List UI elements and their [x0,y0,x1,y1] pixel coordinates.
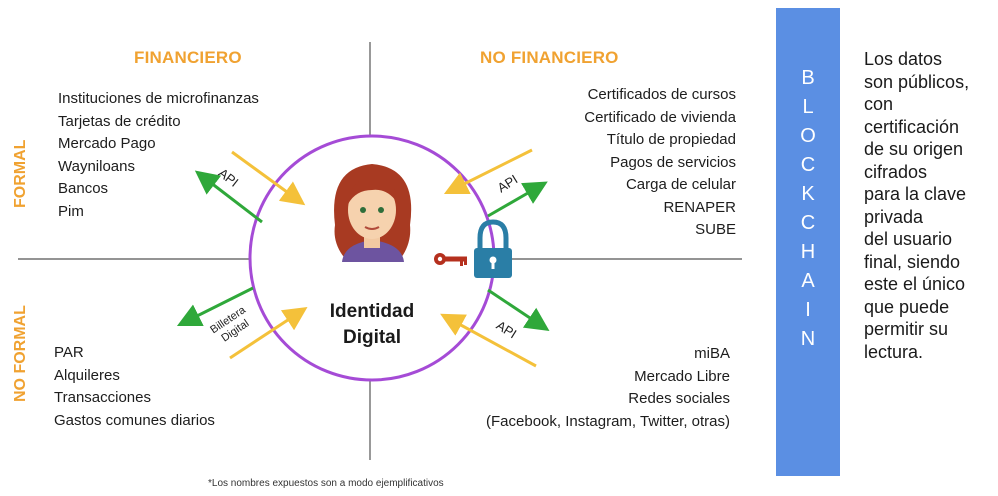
arrow-in-top-left [231,150,306,206]
side-note-line: de su origen [864,139,964,159]
list-item: Redes sociales [628,390,730,407]
blockchain-letter: H [800,241,816,263]
financiero-list: Instituciones de microfinanzas Tarjetas … [58,88,259,223]
list-item: Alquileres [54,366,120,384]
avatar-icon [334,164,412,262]
side-note-line: del usuario [864,229,953,249]
no-formal-label: NO FORMAL [12,305,29,402]
side-note-line: final, siendo [864,251,961,272]
arrow-out-bottom-left [176,286,254,327]
footnote: *Los nombres expuestos son a modo ejempl… [208,478,444,489]
side-note-line: con [864,94,894,114]
list-item: RENAPER [663,198,736,216]
list-item: Pim [58,202,84,220]
blockchain-letter: C [800,154,816,176]
arrow-in-bottom-left [229,307,308,360]
list-item: PAR [54,344,84,361]
side-note-line: certificación [864,116,960,137]
side-note-line: permitir su [864,319,949,339]
lock-icon [474,219,512,278]
side-note-line: este el único [864,274,966,294]
list-item: Título de propiedad [606,131,736,148]
list-item: Certificados de cursos [587,86,736,103]
arrow-out-top-right [487,181,548,218]
arrow-in-top-right [443,148,533,195]
list-item: Instituciones de microfinanzas [58,90,259,107]
list-item: Mercado Libre [634,367,730,385]
identity-title-line2: Digital [342,327,402,348]
blockchain-letter: N [800,328,816,350]
list-item: Certificado de vivienda [584,108,736,126]
arrow-in-bottom-right [440,313,537,368]
blockchain-letter: O [800,125,816,147]
no-financiero-list: Certificados de cursos Certificado de vi… [450,84,736,242]
list-item: miBA [694,345,730,362]
list-item: Wayniloans [58,157,135,175]
list-item: Carga de celular [625,176,736,193]
side-note-line: para la clave [864,184,967,204]
no-financiero-header: NO FINANCIERO [480,48,619,67]
blockchain-bar: B L O C K C H A I N [776,8,840,476]
blockchain-letter: I [805,299,811,321]
identity-title: Identidad Digital [312,299,432,351]
side-note-line: son públicos, [864,71,970,92]
list-item: SUBE [695,221,736,238]
blockchain-letter: K [801,183,815,205]
list-item: Mercado Pago [58,135,156,152]
side-note: Los datos son públicos, con certificació… [864,48,994,363]
list-item: Pagos de servicios [610,153,736,171]
arrow-out-top-left [194,170,263,224]
formal-label: FORMAL [12,139,29,208]
side-note-line: cifrados [864,161,928,182]
blockchain-letter: A [801,270,815,292]
blockchain-letter: B [801,67,815,89]
blockchain-letters: B L O C K C H A I N [776,64,840,354]
side-note-line: Los datos [864,49,943,69]
blockchain-letter: C [800,212,816,234]
financiero-header: FINANCIERO [134,48,242,67]
list-item: Bancos [58,180,109,197]
side-note-line: privada [864,206,924,227]
list-item: Gastos comunes diarios [54,411,215,429]
side-note-line: que puede [864,296,950,317]
list-item: Transacciones [54,389,151,406]
list-item: Tarjetas de crédito [58,112,181,130]
arrow-out-bottom-right [487,288,550,331]
identity-title-line1: Identidad [329,301,415,322]
key-icon [434,253,467,266]
no-formal-right-list: miBA Mercado Libre Redes sociales (Faceb… [400,343,730,433]
blockchain-letter: L [802,96,814,118]
list-item: (Facebook, Instagram, Twitter, otras) [486,412,730,430]
side-note-line: lectura. [864,341,924,362]
no-formal-left-list: PAR Alquileres Transacciones Gastos comu… [54,342,215,432]
